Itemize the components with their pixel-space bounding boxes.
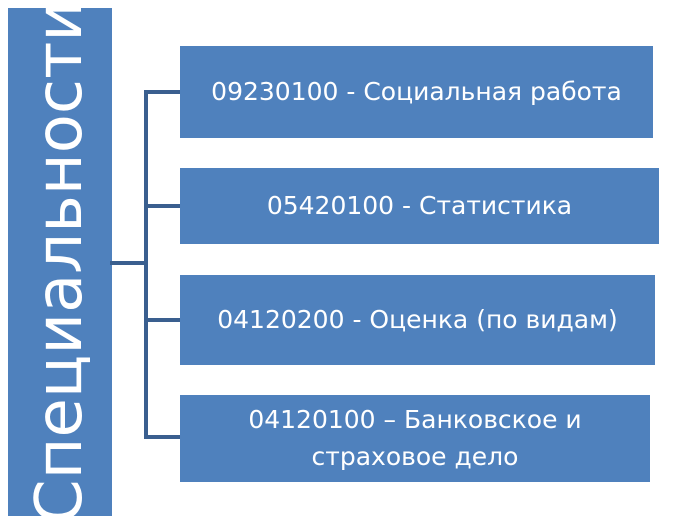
child-node-label: 09230100 - Социальная работа [211,76,622,106]
child-node-banking-insurance: 04120100 – Банковское и страховое дело [180,395,650,482]
child-node-statistics: 05420100 - Статистика [180,168,659,244]
root-node [8,8,112,516]
child-node-label: 04120100 – Банковское и страховое дело [248,405,582,471]
child-node-social-work: 09230100 - Социальная работа [180,46,653,138]
child-node-label: 05420100 - Статистика [266,190,573,220]
child-node-valuation: 04120200 - Оценка (по видам) [180,275,655,365]
child-node-label: 04120200 - Оценка (по видам) [217,304,618,334]
